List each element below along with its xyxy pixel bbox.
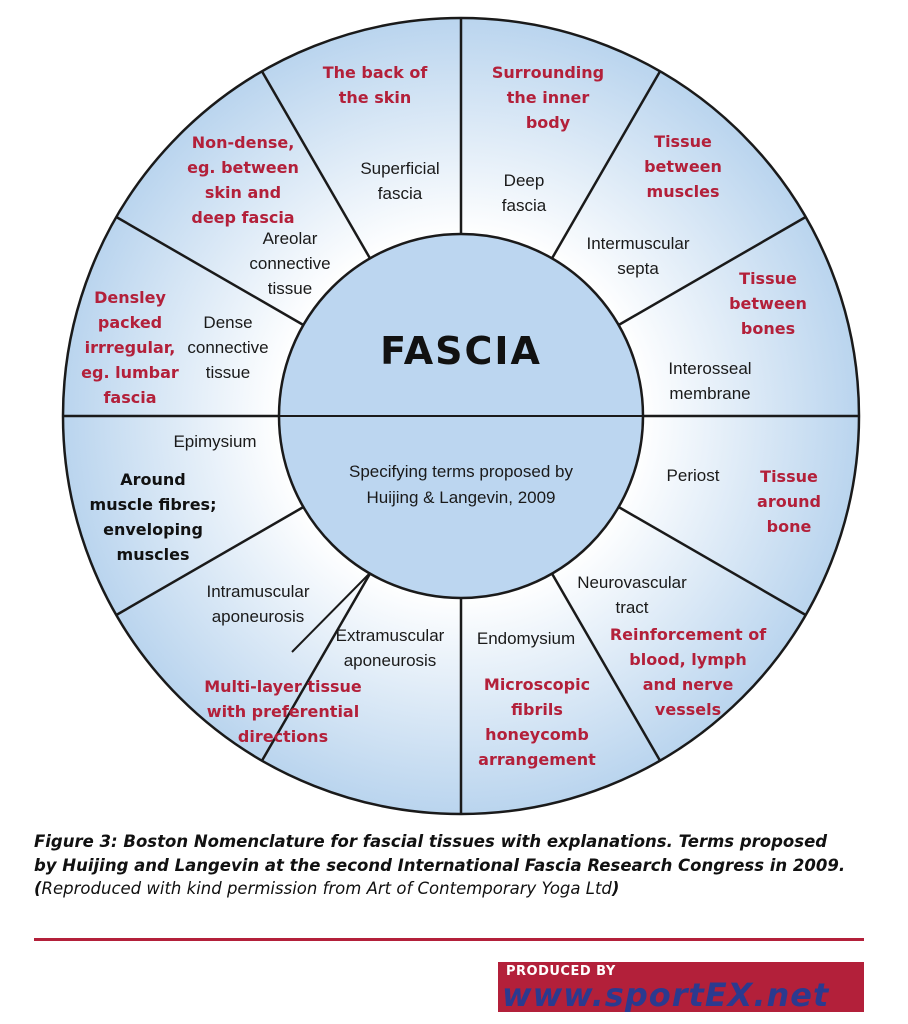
segment-term: aponeurosis	[212, 607, 305, 626]
segment-term: Interosseal	[668, 359, 751, 378]
segment-term: Periost	[667, 466, 720, 485]
logo-produced-by: PRODUCED BY	[506, 964, 616, 979]
divider-line-8	[115, 505, 305, 617]
center-subtitle: Specifying terms proposed by Huijing & La…	[349, 462, 573, 507]
segment-explanation: Surrounding	[492, 63, 604, 82]
center-subtitle-line: Huijing & Langevin, 2009	[366, 488, 555, 507]
segment-term: tract	[615, 598, 648, 617]
segment-term: Intermuscular	[587, 234, 690, 253]
segment-labels: Superficial fascia The back of the skinDeep…	[81, 63, 821, 769]
segment-explanation: irrregular,	[85, 338, 176, 357]
divider-line-7	[260, 572, 372, 762]
segment-term: Deep	[504, 171, 545, 190]
segment-dividers	[63, 18, 859, 814]
segment-explanation: Tissue	[739, 269, 797, 288]
segment-term: fascia	[378, 184, 423, 203]
divider-line-1	[550, 70, 662, 260]
segment-explanation: Densley	[94, 288, 166, 307]
segment-explanation: between	[644, 157, 722, 176]
segment-term: Epimysium	[173, 432, 256, 451]
segment-explanation: muscles	[117, 545, 190, 564]
segment-term: Neurovascular	[577, 573, 687, 592]
center-title: FASCIA	[380, 329, 542, 373]
fascia-wheel-diagram: FASCIA Specifying terms proposed by Huiji…	[61, 16, 861, 816]
segment-explanation: directions	[238, 727, 328, 746]
segment-explanation: the inner	[507, 88, 590, 107]
segment-term: Endomysium	[477, 629, 575, 648]
segment-term: membrane	[669, 384, 750, 403]
segment-explanation: fibrils	[511, 700, 563, 719]
segment-explanation: deep fascia	[191, 208, 294, 227]
caption-divider	[34, 938, 864, 941]
segment-explanation: around	[757, 492, 821, 511]
segment-explanation: between	[729, 294, 807, 313]
segment-explanation: Around	[120, 470, 186, 489]
segment-term: connective	[187, 338, 268, 357]
divider-line-5	[550, 572, 662, 762]
logo-url: www.sportEX.net	[502, 976, 830, 1012]
segment-term: connective	[249, 254, 330, 273]
segment-explanation: arrangement	[478, 750, 596, 769]
segment-explanation: eg. lumbar	[81, 363, 179, 382]
caption-close: )	[611, 879, 620, 898]
segment-term: septa	[617, 259, 659, 278]
divider-line-partial	[291, 570, 373, 653]
segment-explanation: Non-dense,	[192, 133, 295, 152]
figure-caption: Figure 3: Boston Nomenclature for fascia…	[34, 830, 854, 901]
segment-term: aponeurosis	[344, 651, 437, 670]
segment-explanation: skin and	[205, 183, 281, 202]
segment-explanation: and nerve	[643, 675, 734, 694]
segment-explanation: Multi-layer tissue	[204, 677, 362, 696]
segment-explanation: muscle fibres;	[90, 495, 217, 514]
segment-explanation: the skin	[339, 88, 412, 107]
segment-term: Areolar	[263, 229, 318, 248]
segment-term: Superficial	[360, 159, 439, 178]
segment-explanation: packed	[98, 313, 162, 332]
segment-term: Intramuscular	[207, 582, 310, 601]
center-subtitle-line: Specifying terms proposed by	[349, 462, 573, 481]
segment-explanation: bone	[767, 517, 812, 536]
divider-line-10	[115, 215, 305, 327]
segment-term: fascia	[502, 196, 547, 215]
segment-explanation: body	[526, 113, 571, 132]
caption-main: Figure 3: Boston Nomenclature for fascia…	[34, 832, 846, 898]
segment-explanation: Microscopic	[484, 675, 590, 694]
segment-explanation: vessels	[655, 700, 721, 719]
segment-explanation: enveloping	[103, 520, 203, 539]
segment-explanation: eg. between	[187, 158, 299, 177]
segment-explanation: Tissue	[654, 132, 712, 151]
sportex-logo: PRODUCED BY www.sportEX.net	[498, 962, 864, 1012]
segment-explanation: blood, lymph	[629, 650, 746, 669]
segment-explanation: The back of	[323, 63, 429, 82]
divider-line-4	[617, 505, 807, 617]
segment-term: tissue	[268, 279, 312, 298]
segment-term: tissue	[206, 363, 250, 382]
segment-explanation: bones	[741, 319, 795, 338]
segment-explanation: muscles	[647, 182, 720, 201]
segment-explanation: fascia	[103, 388, 156, 407]
segment-explanation: with preferential	[207, 702, 359, 721]
segment-explanation: honeycomb	[485, 725, 589, 744]
segment-explanation: Reinforcement of	[610, 625, 767, 644]
segment-explanation: Tissue	[760, 467, 818, 486]
segment-term: Dense	[203, 313, 252, 332]
caption-parenthetical: Reproduced with kind permission from Art…	[41, 879, 612, 898]
divider-line-2	[617, 215, 807, 327]
divider-line-11	[260, 70, 372, 260]
segment-term: Extramuscular	[336, 626, 445, 645]
